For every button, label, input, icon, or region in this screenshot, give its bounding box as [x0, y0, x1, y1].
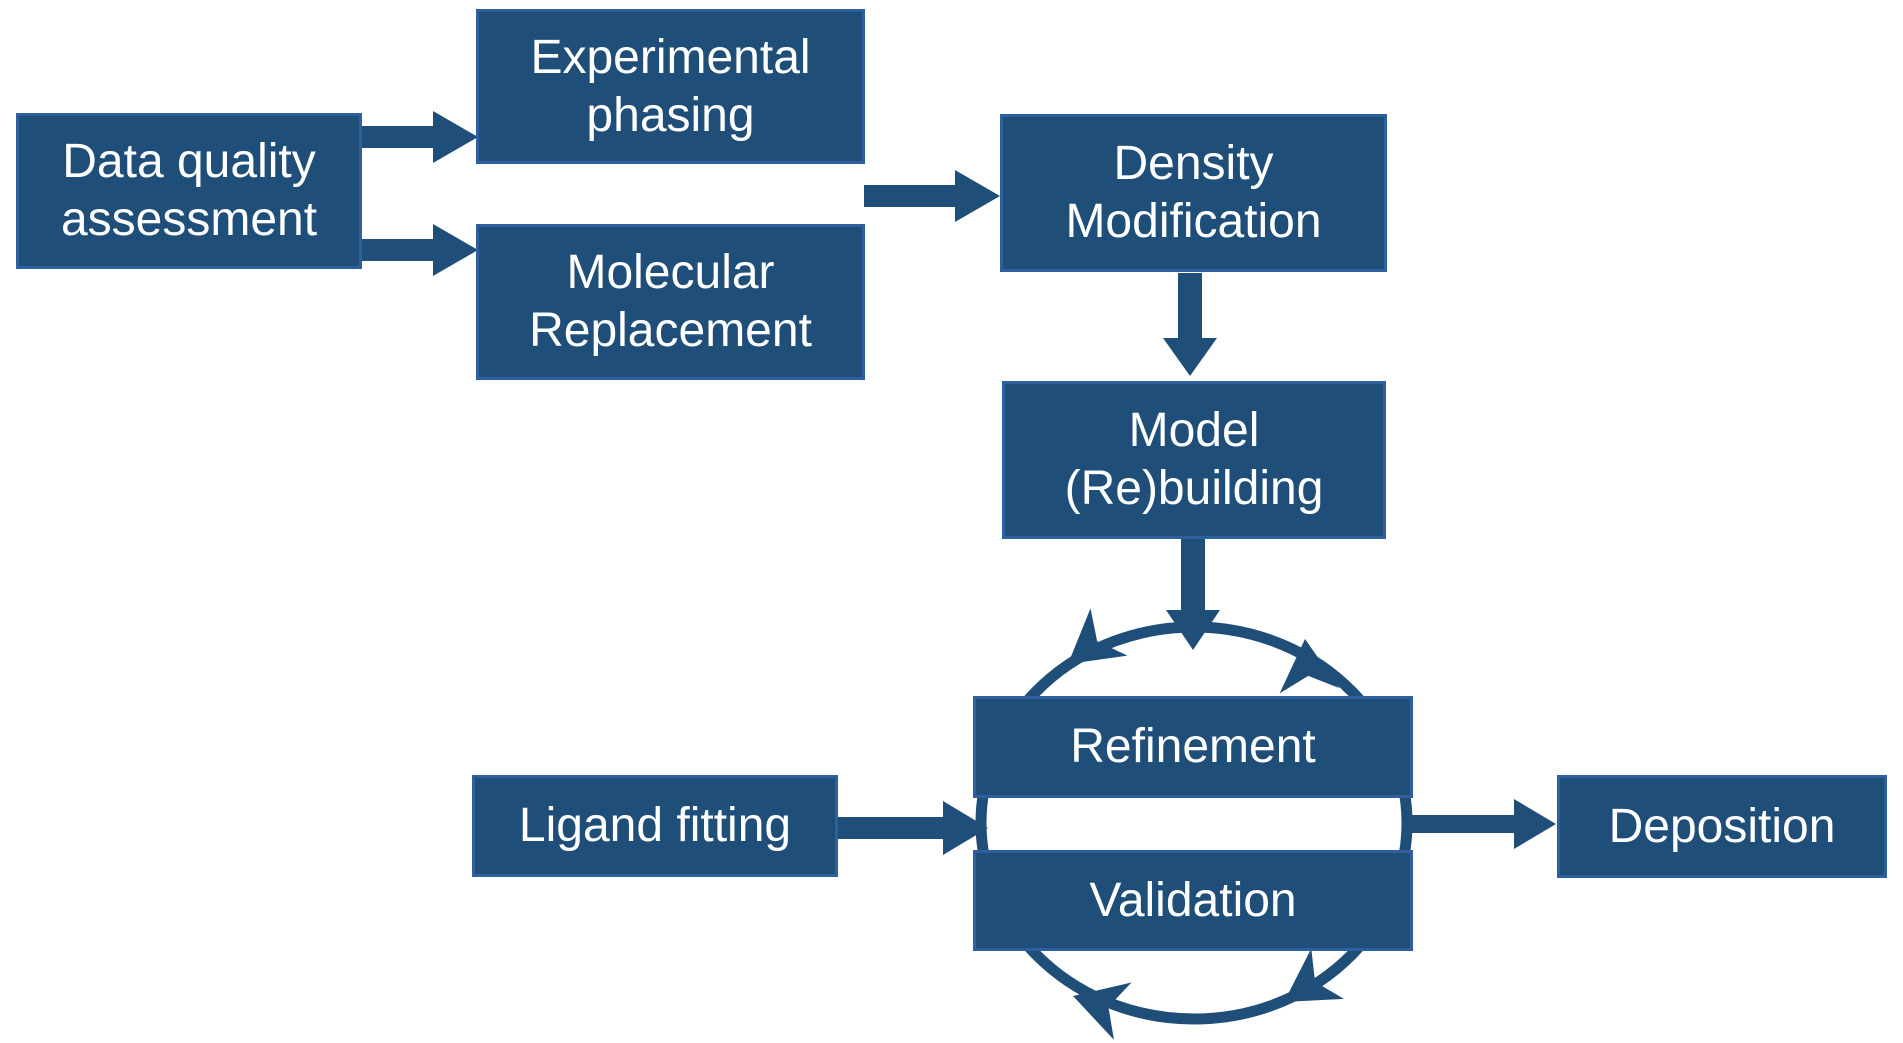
node-deposition: Deposition	[1557, 775, 1887, 878]
arrow-model-to-cycle	[1166, 539, 1220, 650]
arrow-cycle-to-deposition	[1406, 799, 1556, 849]
arrow-density-to-model	[1163, 273, 1217, 376]
cycle-arrowhead-top-left	[1068, 608, 1128, 664]
cycle-arrowhead-bottom-right	[1284, 948, 1344, 1002]
refinement-validation-cycle-ring	[975, 621, 1413, 1025]
arrow-phasing-to-density	[864, 170, 1000, 222]
node-validation: Validation	[973, 850, 1413, 951]
node-model-rebuilding: Model (Re)building	[1002, 381, 1386, 539]
arrow-dataquality-to-experimental	[362, 111, 478, 163]
node-ligand-fitting: Ligand fitting	[472, 775, 838, 877]
arrow-dataquality-to-molecular	[362, 224, 478, 276]
node-density-modification: Density Modification	[1000, 114, 1387, 272]
node-experimental-phasing: Experimental phasing	[476, 9, 865, 164]
cycle-arrowhead-bottom-left	[1073, 982, 1132, 1040]
cycle-arrowhead-top-right	[1279, 639, 1340, 694]
arrow-ligand-to-cycle	[838, 801, 988, 855]
node-refinement: Refinement	[973, 696, 1413, 798]
node-molecular-replacement: Molecular Replacement	[476, 224, 865, 380]
node-data-quality-assessment: Data quality assessment	[16, 113, 362, 269]
